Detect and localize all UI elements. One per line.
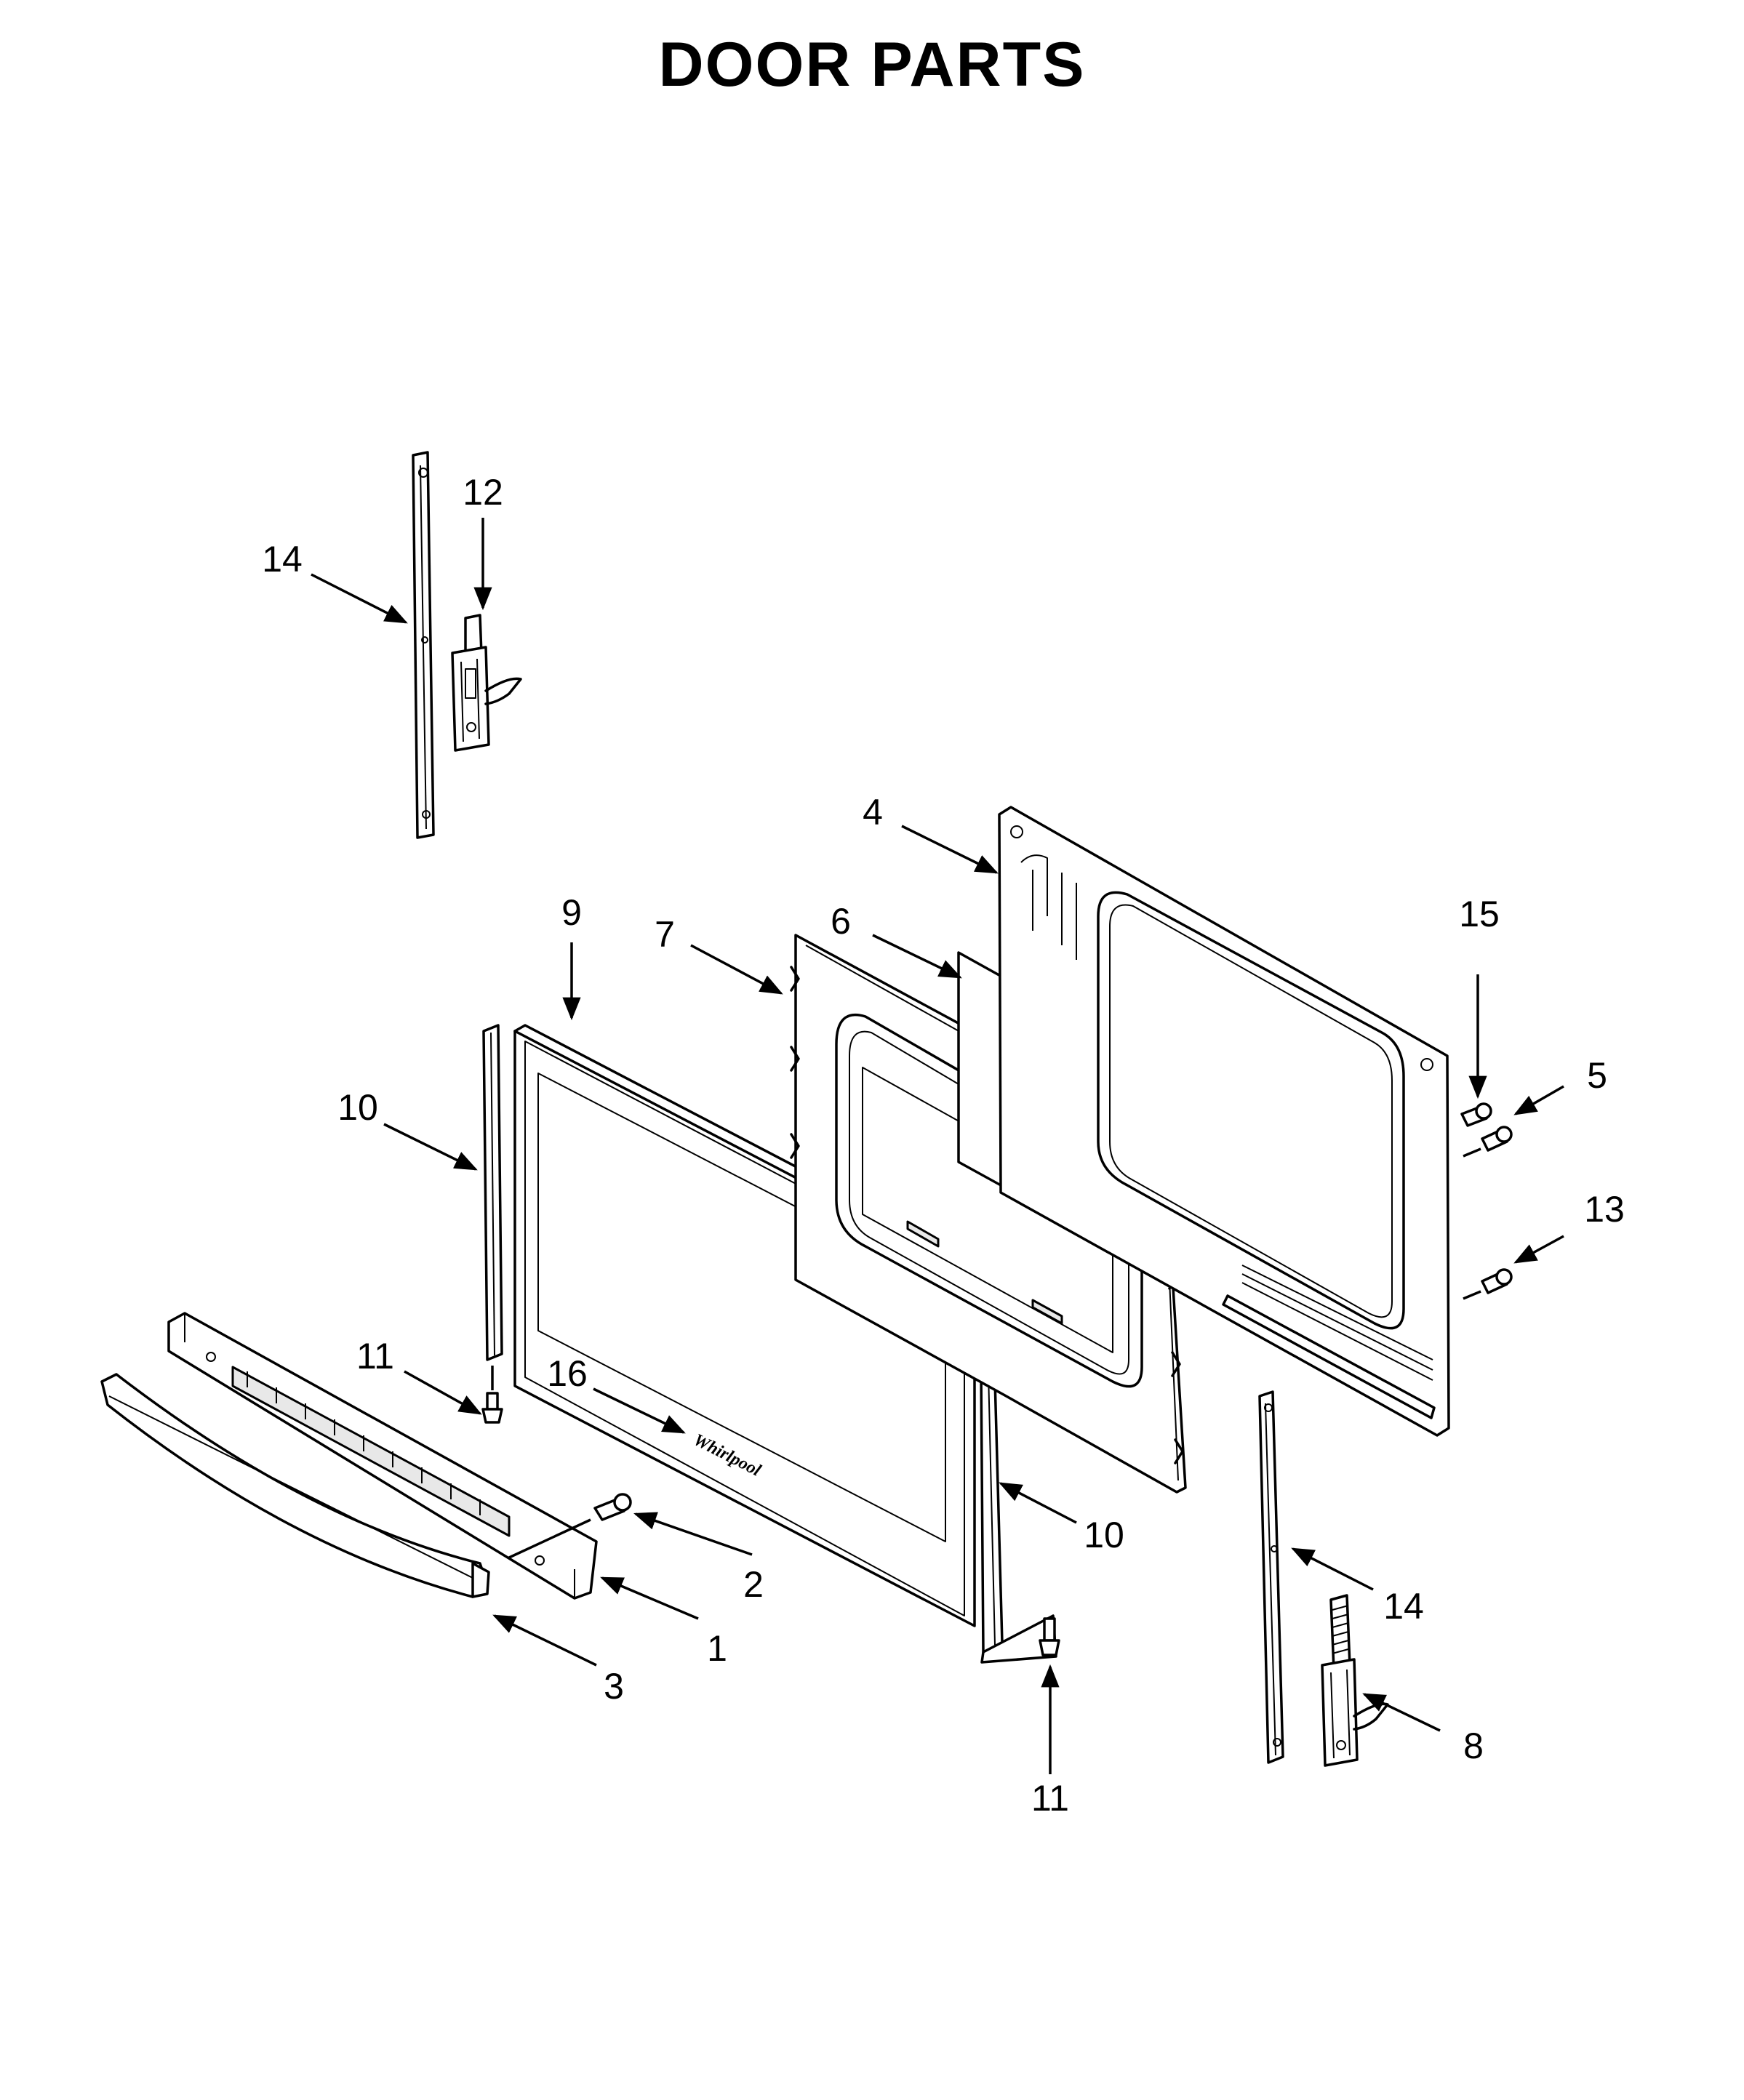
callout-16: 16	[547, 1353, 588, 1394]
callout-14-upper: 14	[262, 539, 303, 580]
part-15-screw	[1460, 1102, 1492, 1127]
callout-leaders	[311, 518, 1564, 1774]
callout-8: 8	[1463, 1726, 1484, 1766]
part-4-door-liner	[998, 806, 1450, 1437]
callout-5: 5	[1587, 1055, 1607, 1096]
leader-2	[633, 1512, 753, 1556]
callout-7: 7	[655, 914, 675, 955]
callout-13: 13	[1584, 1189, 1625, 1230]
part-13-screw	[1463, 1268, 1513, 1300]
part-14-hinge-receiver-lower	[1258, 1390, 1284, 1764]
part-5-screw	[1463, 1126, 1513, 1158]
callout-10-left: 10	[337, 1087, 378, 1128]
leader-16	[593, 1387, 686, 1434]
part-11-screw-right	[1039, 1617, 1060, 1656]
callout-labels: 14 12 4 6 7 9 10 11 16 2 1 3 10 11 14 8 …	[262, 472, 1625, 1819]
callout-9: 9	[561, 892, 582, 933]
leader-14-upper	[311, 573, 408, 624]
part-3-door-handle	[100, 1373, 490, 1598]
callout-1: 1	[707, 1628, 727, 1669]
leader-11-left	[404, 1370, 482, 1415]
callout-12: 12	[463, 472, 503, 513]
leader-3	[492, 1614, 597, 1667]
callout-14-lower: 14	[1383, 1586, 1424, 1627]
leader-5	[1513, 1085, 1564, 1115]
callout-6: 6	[831, 901, 851, 942]
callout-4: 4	[863, 792, 883, 833]
part-8-hinge	[1321, 1594, 1389, 1767]
leader-10-right	[999, 1482, 1077, 1524]
callout-11-right: 11	[1031, 1778, 1069, 1819]
leader-6	[872, 934, 962, 979]
part-14-hinge-receiver-upper	[412, 451, 435, 839]
callout-10-right: 10	[1084, 1515, 1124, 1555]
leader-7	[690, 944, 783, 995]
part-10-door-side-channel-left	[482, 1024, 503, 1361]
leader-1	[600, 1576, 699, 1620]
part-2-screw	[508, 1493, 632, 1559]
leader-13	[1513, 1235, 1564, 1264]
part-12-hinge	[451, 614, 522, 752]
leader-14-lower	[1291, 1547, 1374, 1591]
part-1-door-trim	[167, 1312, 598, 1600]
callout-15: 15	[1459, 894, 1500, 934]
leader-10-left	[383, 1123, 478, 1171]
leader-4	[901, 825, 999, 874]
callout-11-left: 11	[356, 1336, 394, 1376]
part-11-screw-left	[481, 1366, 503, 1424]
page-title: DOOR PARTS	[658, 30, 1086, 100]
callout-3: 3	[604, 1666, 624, 1707]
leader-8	[1362, 1693, 1441, 1732]
callout-2: 2	[743, 1564, 764, 1605]
